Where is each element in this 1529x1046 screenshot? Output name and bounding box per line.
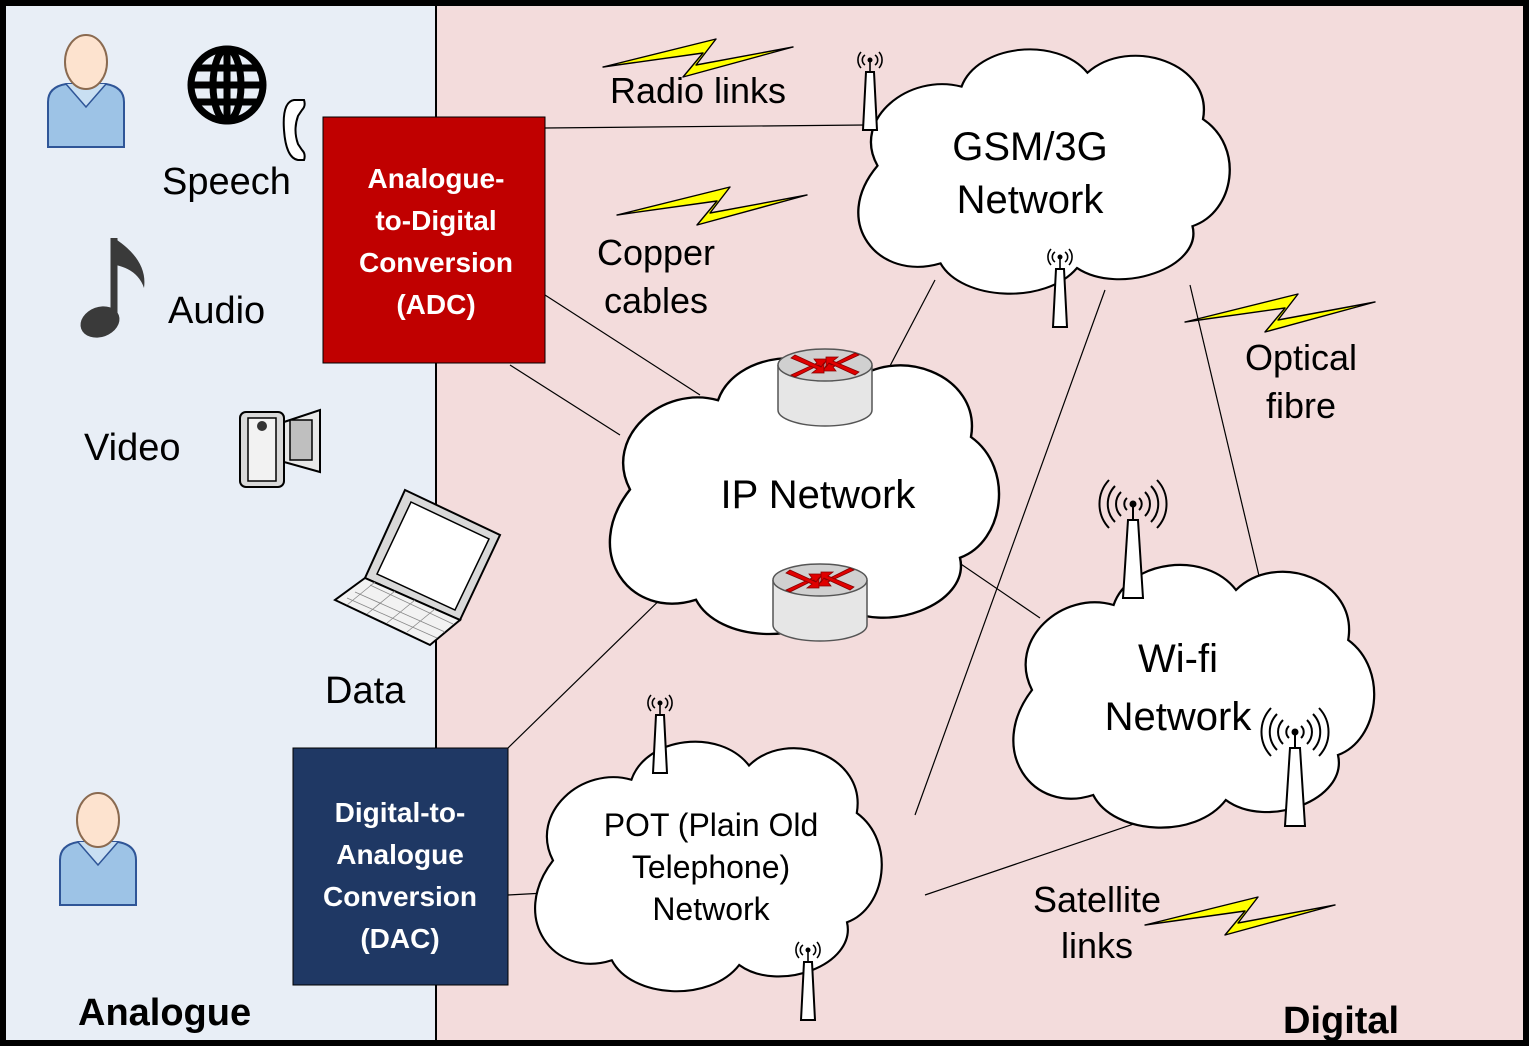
dac-box[interactable] — [292, 747, 509, 986]
connection-lines — [507, 124, 1261, 896]
pot-network-label: POT (Plain Old — [604, 807, 819, 843]
adc-box[interactable] — [322, 116, 546, 364]
wifi-network-label: Wi-fi — [1138, 637, 1218, 681]
satellite-links-label: Satellite — [1033, 879, 1161, 920]
speech-label: Speech — [162, 161, 291, 203]
music-note-icon — [80, 238, 145, 338]
wifi-network-label: Network — [1105, 695, 1253, 739]
router-icon — [772, 563, 868, 642]
router-icon — [777, 348, 873, 427]
globe-icon — [187, 45, 267, 125]
dac-label-line: Analogue — [336, 839, 464, 870]
telephone-icon — [282, 99, 306, 161]
pot-network-label: Network — [652, 891, 770, 927]
dac-label-line: Conversion — [323, 881, 477, 912]
gsm-network-label: Network — [957, 178, 1105, 222]
adc-label-line: (ADC) — [396, 289, 475, 320]
audio-label: Audio — [168, 290, 265, 332]
radio-links-label: Radio links — [610, 70, 786, 111]
adc-label-line: Conversion — [359, 247, 513, 278]
copper-cables-label: Copper — [597, 232, 715, 273]
satellite-links-label: links — [1061, 925, 1133, 966]
copper-cables-label: cables — [604, 280, 708, 321]
optical-fibre-label: Optical — [1245, 337, 1357, 378]
gsm-network-label: GSM/3G — [952, 125, 1108, 169]
pot-network-label: Telephone) — [632, 849, 790, 885]
video-label: Video — [84, 427, 181, 469]
video-camera-icon — [239, 408, 321, 488]
optical-fibre-label: fibre — [1266, 385, 1336, 426]
ip-network-label: IP Network — [721, 473, 917, 517]
digital-region-label: Digital — [1283, 1000, 1399, 1042]
dac-label-line: Digital-to- — [335, 797, 466, 828]
data-label: Data — [325, 670, 406, 712]
analogue-region-label: Analogue — [78, 992, 251, 1034]
dac-label-line: (DAC) — [360, 923, 439, 954]
adc-label-line: Analogue- — [368, 163, 505, 194]
adc-label-line: to-Digital — [375, 205, 496, 236]
laptop-icon — [333, 488, 502, 647]
